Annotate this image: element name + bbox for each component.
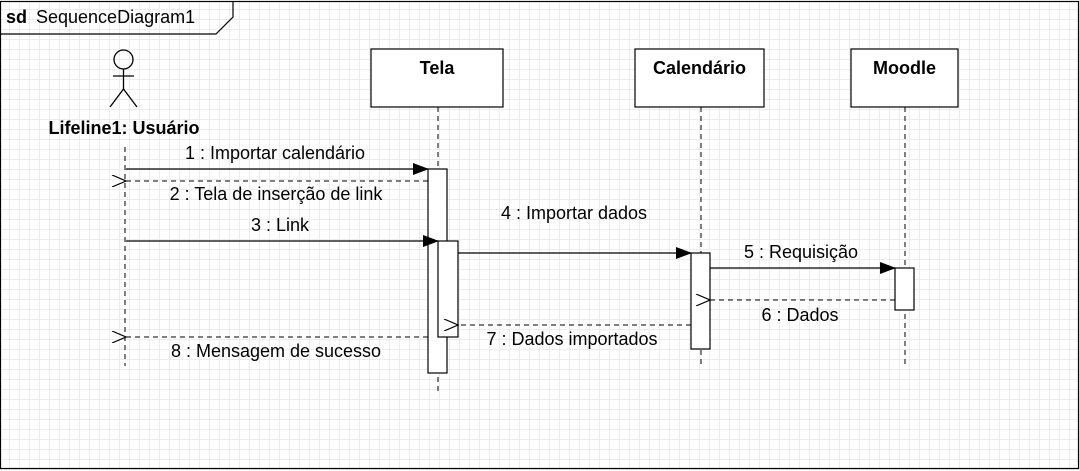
message-1-label: 1 : Importar calendário [185, 143, 365, 163]
message-8-label: 8 : Mensagem de sucesso [171, 341, 381, 361]
actor-icon [109, 49, 138, 108]
message-7[interactable]: 7 : Dados importados [458, 325, 691, 349]
lifeline-tela-label: Tela [420, 58, 456, 78]
activation-calendario [690, 252, 711, 350]
lifeline-user-label: Lifeline1: Usuário [48, 118, 199, 138]
lifeline-moodle-head [850, 48, 959, 108]
message-8[interactable]: 8 : Mensagem de sucesso [126, 337, 428, 361]
message-6[interactable]: 6 : Dados [710, 300, 895, 325]
message-5-label: 5 : Requisição [744, 242, 858, 262]
message-4[interactable]: 4 : Importar dados [458, 203, 692, 259]
lifeline-user[interactable]: Lifeline1: Usuário [48, 49, 200, 366]
message-3[interactable]: 3 : Link [126, 215, 439, 247]
message-3-label: 3 : Link [251, 215, 310, 235]
message-2-label: 2 : Tela de inserção de link [170, 184, 384, 204]
lifeline-tela-head [370, 48, 504, 108]
activation-moodle [894, 267, 915, 311]
message-6-label: 6 : Dados [761, 305, 838, 325]
lifeline-moodle-label: Moodle [873, 58, 936, 78]
lifeline-tela[interactable]: Tela [370, 48, 504, 392]
message-2[interactable]: 2 : Tela de inserção de link [126, 181, 428, 204]
message-5[interactable]: 5 : Requisição [710, 242, 896, 274]
message-4-label: 4 : Importar dados [501, 203, 647, 223]
lifeline-calendario[interactable]: Calendário [634, 48, 765, 366]
frame-keyword: sd [6, 7, 27, 27]
activation-tela-inner [437, 240, 459, 338]
lifeline-calendario-label: Calendário [653, 58, 746, 78]
frame-title: SequenceDiagram1 [36, 7, 195, 27]
lifeline-calendario-head [634, 48, 765, 108]
lifeline-moodle[interactable]: Moodle [850, 48, 959, 366]
message-7-label: 7 : Dados importados [486, 329, 657, 349]
message-1[interactable]: 1 : Importar calendário [126, 143, 429, 175]
